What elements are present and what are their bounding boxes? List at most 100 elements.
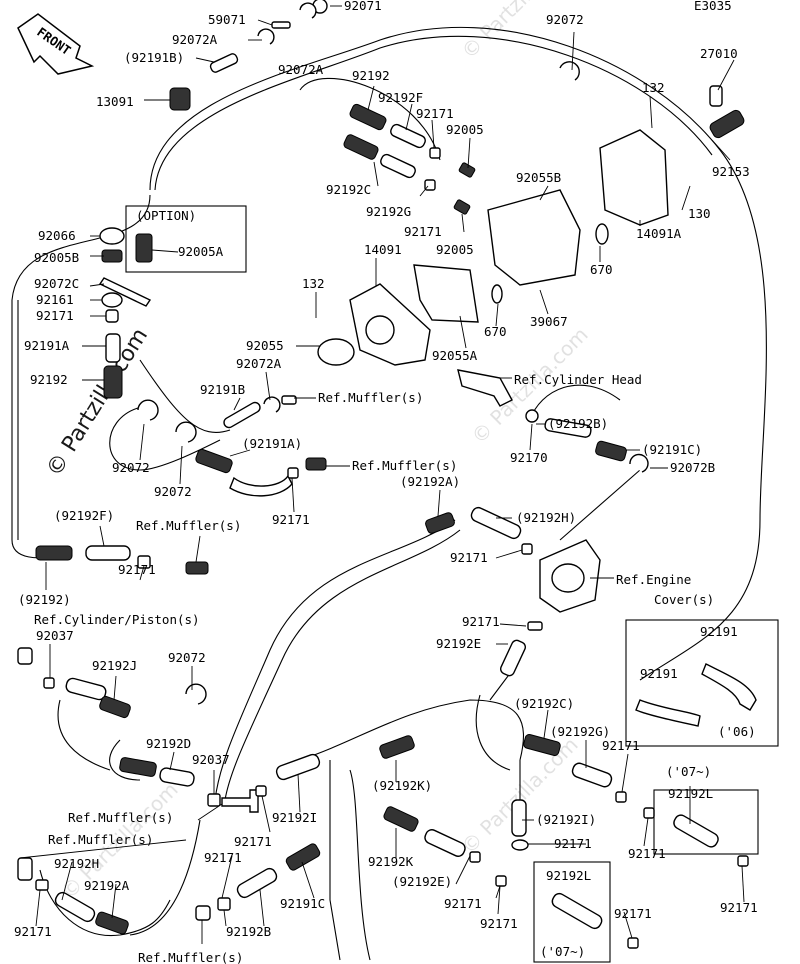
part-label: 92192H [54, 856, 99, 871]
part-label: 92191C [280, 896, 325, 911]
clamp [469, 851, 481, 863]
part-label: (92192K) [372, 778, 432, 793]
part-label: 92055B [516, 170, 561, 185]
part-label: 92171 [416, 106, 454, 121]
oring-670 [491, 284, 503, 304]
part-label: (92191A) [242, 436, 302, 451]
oring-670 [595, 223, 609, 245]
spring-92191c [595, 440, 627, 462]
part-label: Ref.Muffler(s) [68, 810, 173, 825]
part-label: 92191 [640, 666, 678, 681]
part-label: (92192A) [400, 474, 460, 489]
part-label: 92192 [352, 68, 390, 83]
sensor-92153 [709, 109, 745, 139]
part-label: 92005A [178, 244, 224, 259]
part-label: 92171 [404, 224, 442, 239]
part-label: (92191B) [124, 50, 184, 65]
hose-segment [380, 153, 416, 179]
hose-92192b [236, 867, 278, 899]
option-label: (OPTION) [136, 208, 196, 223]
clip-ring [559, 61, 580, 81]
fitting-left [17, 857, 33, 881]
part-label: 92192E [436, 636, 481, 651]
part-label: 14091 [364, 242, 402, 257]
part-label: 92171 [14, 924, 52, 939]
part-label: 92072A [236, 356, 282, 371]
part-label: 39067 [530, 314, 568, 329]
part-label: 92066 [38, 228, 76, 243]
part-label: (92192H) [516, 510, 576, 525]
part-label: 92005 [446, 122, 484, 137]
part-label: 13091 [96, 94, 134, 109]
clamp [105, 309, 119, 323]
clamp [35, 879, 49, 891]
part-label: 92072 [112, 460, 150, 475]
clip-ring [299, 2, 317, 19]
part-label: 92192F [378, 90, 423, 105]
oring-92055 [317, 338, 355, 366]
part-label: 92037 [192, 752, 230, 767]
spring-92191c [285, 843, 321, 871]
part-labels: E3035 59071 92071 92072A (92191B) 92072A… [14, 0, 758, 964]
cap-13091 [169, 87, 191, 111]
fitting-92170 [525, 409, 539, 423]
spring-short [305, 457, 327, 471]
part-label: 92170 [510, 450, 548, 465]
part-label: 92192B [226, 924, 271, 939]
clamp [627, 937, 639, 949]
hose-92192i [511, 799, 527, 837]
part-label: 92161 [36, 292, 74, 307]
clamp [137, 555, 151, 569]
part-label: 92171 [614, 906, 652, 921]
part-label: 92171 [602, 738, 640, 753]
part-label: 92171 [204, 850, 242, 865]
cover-14091a [599, 129, 669, 226]
tee-fitting [221, 789, 259, 813]
clip-ring [137, 399, 159, 421]
hose-92191b [223, 401, 261, 429]
hose-92192d [159, 767, 195, 787]
part-label: 92072A [278, 62, 324, 77]
sensor-27010 [709, 85, 723, 107]
part-label: 92171 [450, 550, 488, 565]
components [17, 0, 779, 963]
hose-routing [11, 26, 767, 961]
clamp [217, 897, 231, 911]
part-label: 92055A [432, 348, 478, 363]
hose-segment [390, 123, 426, 149]
part-label: 92192L [668, 786, 713, 801]
part-label: (92192B) [548, 416, 608, 431]
part-label: 92072 [168, 650, 206, 665]
part-label: 92192I [272, 810, 317, 825]
hose-92192h [54, 891, 96, 923]
clip-92072b [629, 453, 649, 473]
part-label: 92171 [444, 896, 482, 911]
part-label: (92192C) [514, 696, 574, 711]
engine-cover-port [551, 563, 585, 593]
bracket-92072c [98, 277, 152, 307]
part-label: (92191C) [642, 442, 702, 457]
hose-92191a [105, 333, 121, 363]
clamp [495, 875, 507, 887]
part-label: ('07~) [666, 764, 711, 779]
option-box-07-right [653, 789, 759, 855]
washer-92161 [101, 292, 123, 308]
part-label: 92171 [480, 916, 518, 931]
part-label: 92055 [246, 338, 284, 353]
part-label: 92192C [326, 182, 371, 197]
nipple-92005 [458, 162, 476, 178]
part-label: ('06) [718, 724, 756, 739]
fitting-92005b [101, 249, 123, 263]
part-label: 670 [590, 262, 613, 277]
part-label: ('07~) [540, 944, 585, 959]
hose-segment [209, 53, 239, 73]
clip-ring [257, 28, 275, 45]
part-label: 92171 [462, 614, 500, 629]
part-label: 92171 [554, 836, 592, 851]
fitting-cylinder-head [457, 369, 513, 407]
part-label: Ref.Cylinder/Piston(s) [34, 612, 200, 627]
option-box-06 [625, 619, 779, 747]
pin-fitting [271, 21, 291, 29]
